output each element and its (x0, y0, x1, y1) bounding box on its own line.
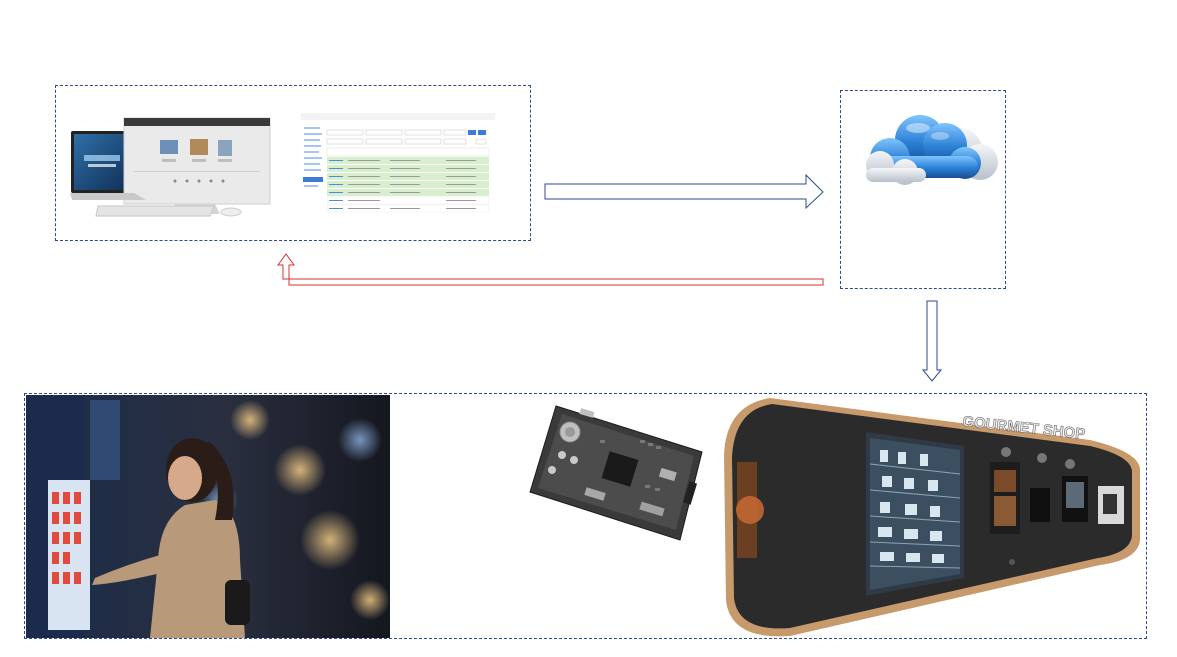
web-system-panel (55, 85, 531, 241)
terminal-panel (24, 393, 1147, 639)
cloud-icon (866, 115, 998, 185)
monitor-icon (123, 117, 271, 214)
arrow-cloud-to-terminals (921, 300, 943, 382)
arrow-cloud-to-web (277, 253, 824, 286)
customer-photo (26, 395, 390, 638)
circuit-board-icon (529, 405, 703, 541)
vending-kiosk-icon: GOURMET SHOP (724, 398, 1140, 637)
admin-table-thumbnail (301, 113, 495, 217)
cloud-panel (840, 90, 1006, 289)
laptop-icon (71, 131, 133, 193)
web-system-illustration (70, 113, 495, 217)
keyboard-icon (70, 193, 242, 217)
arrow-web-to-cloud (544, 173, 824, 210)
